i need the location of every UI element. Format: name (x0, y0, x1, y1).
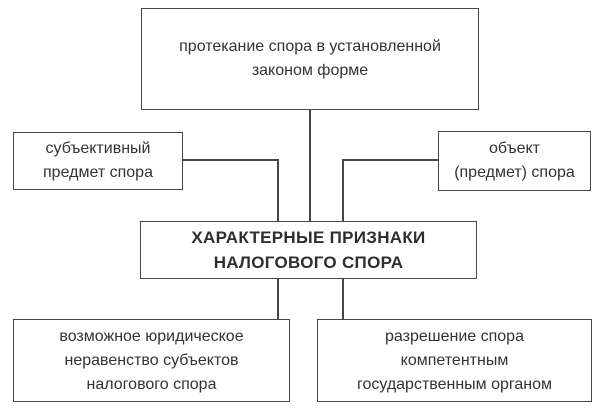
connector-center-to-bottom-left (277, 279, 279, 319)
node-subjective-subject-of-dispute: субъективный предмет спора (13, 132, 183, 190)
node-text-line: (предмет) спора (454, 164, 575, 181)
node-text-line: налогового спора (86, 375, 217, 393)
node-resolution-by-competent-authority: разрешение спора компетентным государств… (317, 319, 592, 402)
connector-left-elbow-vertical (277, 159, 279, 221)
connector-left-horizontal (183, 159, 278, 161)
node-text-line: объект (489, 140, 540, 157)
node-text-line: возможное юридическое (59, 327, 244, 345)
node-text-line: неравенство субъектов (64, 351, 239, 369)
node-text-line: предмет спора (43, 164, 153, 181)
connector-right-elbow-vertical (342, 159, 344, 221)
node-legal-inequality-of-subjects: возможное юридическое неравенство субъек… (13, 319, 290, 402)
node-central-characteristic-features: ХАРАКТЕРНЫЕ ПРИЗНАКИ НАЛОГОВОГО СПОРА (140, 221, 477, 279)
connector-top-to-center (309, 110, 311, 221)
node-text-line: ХАРАКТЕРНЫЕ ПРИЗНАКИ (191, 228, 426, 247)
connector-center-to-bottom-right (342, 279, 344, 319)
node-object-of-dispute: объект (предмет) спора (438, 131, 591, 191)
node-text-line: протекание спора в установленной (179, 38, 441, 55)
node-dispute-process-in-legal-form: протекание спора в установленной законом… (141, 8, 479, 110)
node-text-line: компетентным (400, 351, 509, 369)
node-text-line: субъективный (45, 140, 151, 157)
node-text-line: разрешение спора (385, 327, 524, 345)
node-text-line: государственным органом (356, 375, 553, 393)
connector-right-horizontal (342, 159, 438, 161)
node-text-line: НАЛОГОВОГО СПОРА (213, 253, 404, 272)
node-text-line: законом форме (251, 62, 369, 79)
